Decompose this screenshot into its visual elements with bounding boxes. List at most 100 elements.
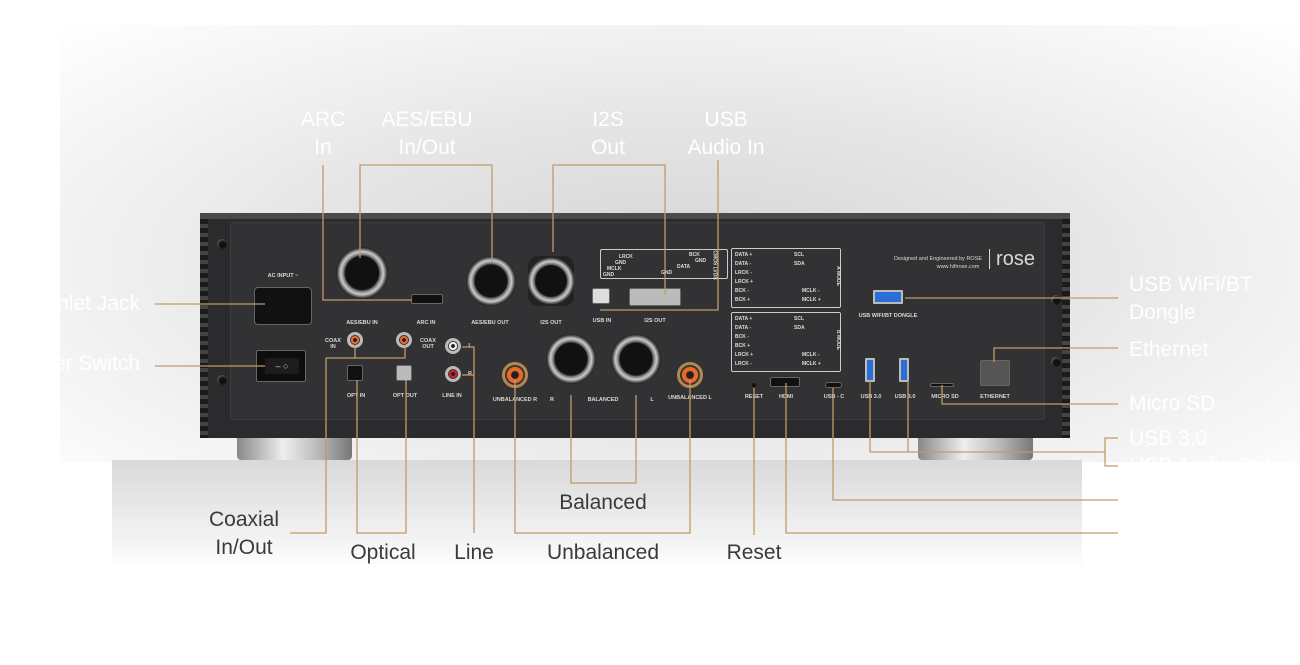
hdmi-port <box>770 377 800 387</box>
foot-right <box>918 436 1033 460</box>
pin-label: DATA - <box>735 261 752 267</box>
callout-micro-sd: Micro SD <box>1129 392 1216 415</box>
usb-3-port-2 <box>899 358 909 382</box>
line-in-r-port <box>445 366 461 382</box>
line-i2s <box>552 164 666 295</box>
reset-button[interactable] <box>752 383 756 387</box>
pin-label: MCLK + <box>802 297 821 303</box>
pin-label: DATA + <box>735 252 753 258</box>
label-balanced-r: R <box>550 397 554 403</box>
callout-text: USB WiFi/BT <box>1129 273 1253 296</box>
rose-logo: rose <box>989 249 1035 269</box>
line-microsd <box>941 385 1118 405</box>
line-line <box>462 346 475 533</box>
label-balanced: BALANCED <box>587 397 619 403</box>
label-ac-input: AC INPUT ~ <box>267 273 299 279</box>
pin-label: SCL <box>794 252 804 258</box>
callout-power-switch: Power Switch <box>12 352 140 375</box>
label-dongle: USB WIFI/BT DONGLE <box>858 313 918 319</box>
pin-label: SDA <box>794 325 805 331</box>
usb-in-port <box>592 288 610 304</box>
pin-label: SDA <box>794 261 805 267</box>
line-balanced <box>570 395 637 484</box>
usb-dongle-port <box>873 290 903 304</box>
pin-label: BCK <box>689 252 700 258</box>
label-usb3-1: USB 3.0 <box>860 394 882 400</box>
callout-usb-audio-in: USB Audio In <box>687 106 764 162</box>
callout-usb-dongle: USB WiFi/BT Dongle <box>1129 271 1253 327</box>
opt-out-port <box>396 365 412 381</box>
callout-unbalanced: Unbalanced <box>546 541 660 564</box>
line-ethernet <box>993 347 1118 362</box>
pin-label: GND <box>661 270 673 276</box>
label-ethernet: ETHERNET <box>980 394 1010 400</box>
callout-inlet-jack: Inlet Jack <box>51 292 140 315</box>
ac-inlet-port <box>254 287 312 325</box>
callout-optical: Optical <box>350 541 416 564</box>
screw <box>217 239 227 249</box>
line-usb3 <box>869 380 909 453</box>
line-optical <box>356 380 407 534</box>
callout-text: Dongle <box>1129 301 1196 324</box>
callout-text: AES/EBU <box>381 108 473 131</box>
pin-label: LRCK - <box>735 361 752 367</box>
callout-text: Out <box>591 136 625 159</box>
balanced-r-port <box>546 334 596 384</box>
screw <box>1051 357 1061 367</box>
label-line-in: LINE IN <box>442 393 462 399</box>
line-in-l-port <box>445 338 461 354</box>
line-hdmi <box>785 383 1118 534</box>
label-i2s-out-dvi: I2S OUT <box>644 318 666 324</box>
label-line-r: R <box>468 371 472 377</box>
line-usbc <box>832 388 1118 501</box>
label-i2s-out-rj: I2S OUT <box>540 320 562 326</box>
pin-label: MCLK - <box>802 352 820 358</box>
pin-label: MCLK - <box>802 288 820 294</box>
label-line-l: L <box>468 343 472 349</box>
callout-text: USB <box>704 108 748 131</box>
label-usb-c: USB - C <box>823 394 845 400</box>
label-balanced-l: L <box>650 397 654 403</box>
aes-ebu-out-port <box>466 256 516 306</box>
callout-usb-audio-out: USB Audio Out <box>1129 454 1271 477</box>
opt-in-port <box>347 365 363 381</box>
label-usb3-2: USB 3.0 <box>894 394 916 400</box>
i2s-rj45-pinout: LRCK GND MCLK GND BCK GND DATA GND CMOS … <box>600 249 728 280</box>
line-coax <box>354 345 406 359</box>
heatsink-right <box>1062 219 1070 438</box>
usb-c-port <box>825 382 842 388</box>
screw <box>217 375 227 385</box>
callout-line: Line <box>454 541 494 564</box>
pin-label: GND <box>603 272 615 278</box>
i2s-out-rj45-port <box>528 256 574 306</box>
label-aes-in: AES/EBU IN <box>346 320 378 326</box>
callout-text: Audio In <box>687 136 765 159</box>
label-arc-in: ARC IN <box>416 320 436 326</box>
line-unbalanced <box>514 380 691 534</box>
pin-label: LRCK <box>619 254 633 260</box>
callout-text: Coaxial <box>208 508 280 531</box>
b-mode-pinout: DATA + DATA - BCK - BCK + LRCK + LRCK - … <box>731 312 841 372</box>
foot-left <box>237 436 352 460</box>
reflection <box>112 460 1082 570</box>
label-aes-out: AES/EBU OUT <box>471 320 509 326</box>
label-opt-in: OPT IN <box>346 393 366 399</box>
pin-label: MCLK <box>607 266 622 272</box>
label-coax-out: COAX OUT <box>420 338 436 350</box>
a-mode-pinout: DATA + DATA - LRCK - LRCK + BCK - BCK + … <box>731 248 841 308</box>
label-opt-out: OPT OUT <box>392 393 418 399</box>
pin-label: LRCK - <box>735 270 752 276</box>
pin-label: LRCK + <box>735 352 754 358</box>
pin-label: GND <box>695 258 707 264</box>
pin-label: BCK - <box>735 288 749 294</box>
pin-label: DATA <box>677 264 691 270</box>
pin-label: GND <box>615 260 627 266</box>
pin-label: BCK + <box>735 343 751 349</box>
label-usb-in: USB IN <box>592 318 612 324</box>
coax-out-port <box>396 332 412 348</box>
aes-ebu-in-port <box>336 247 388 299</box>
callout-reset: Reset <box>726 541 782 564</box>
